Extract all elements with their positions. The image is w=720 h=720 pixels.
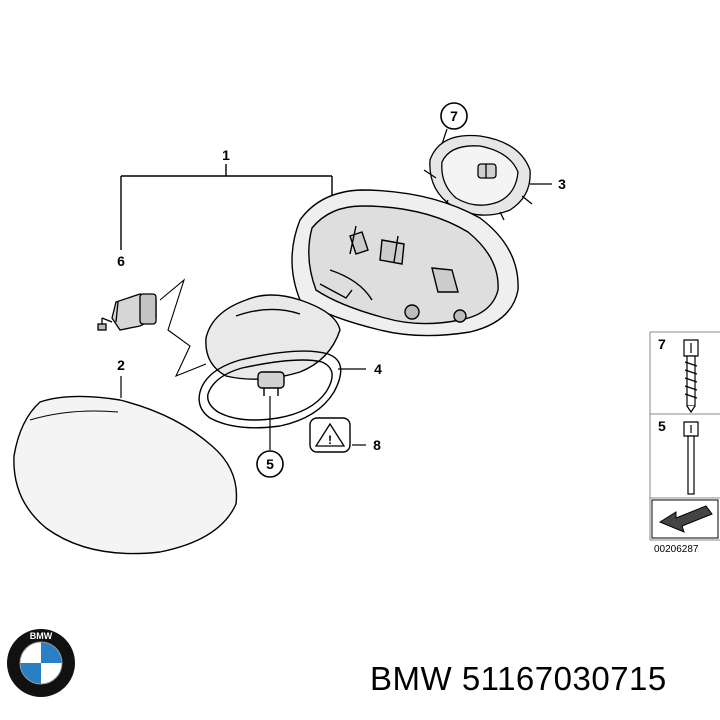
mirror-housing — [205, 189, 519, 396]
callout-3: 3 — [558, 176, 566, 192]
legend-label-7: 7 — [658, 336, 666, 352]
mirror-cap — [13, 395, 238, 555]
callout-6: 6 — [117, 253, 125, 269]
warning-label: ! — [309, 417, 351, 453]
callout-5-circle — [256, 450, 284, 478]
screw-7 — [683, 339, 699, 414]
gasket — [198, 350, 342, 429]
warning-triangle-icon — [314, 422, 346, 447]
callout-4: 4 — [374, 361, 382, 377]
callout-1: 1 — [222, 147, 230, 163]
mirror-base-plate — [423, 134, 533, 221]
legend-label-5: 5 — [658, 418, 666, 434]
callout-8: 8 — [373, 437, 381, 453]
turn-signal-bulb — [97, 293, 157, 331]
bmw-logo: BMW — [7, 629, 75, 697]
callout-2: 2 — [117, 357, 125, 373]
logo-brand-text: BMW — [30, 631, 53, 641]
callout-5: 5 — [266, 456, 274, 472]
arrow-icon — [651, 499, 719, 539]
part-number: BMW 51167030715 — [370, 660, 667, 697]
drawing-number: 00206287 — [654, 544, 699, 555]
bracket-1 — [120, 164, 333, 250]
svg-text:!: ! — [328, 433, 332, 447]
callout-7: 7 — [450, 108, 458, 124]
callout-7-circle — [439, 102, 468, 151]
screw-5 — [683, 421, 699, 495]
screw-legend — [649, 331, 720, 541]
wire — [159, 278, 207, 378]
